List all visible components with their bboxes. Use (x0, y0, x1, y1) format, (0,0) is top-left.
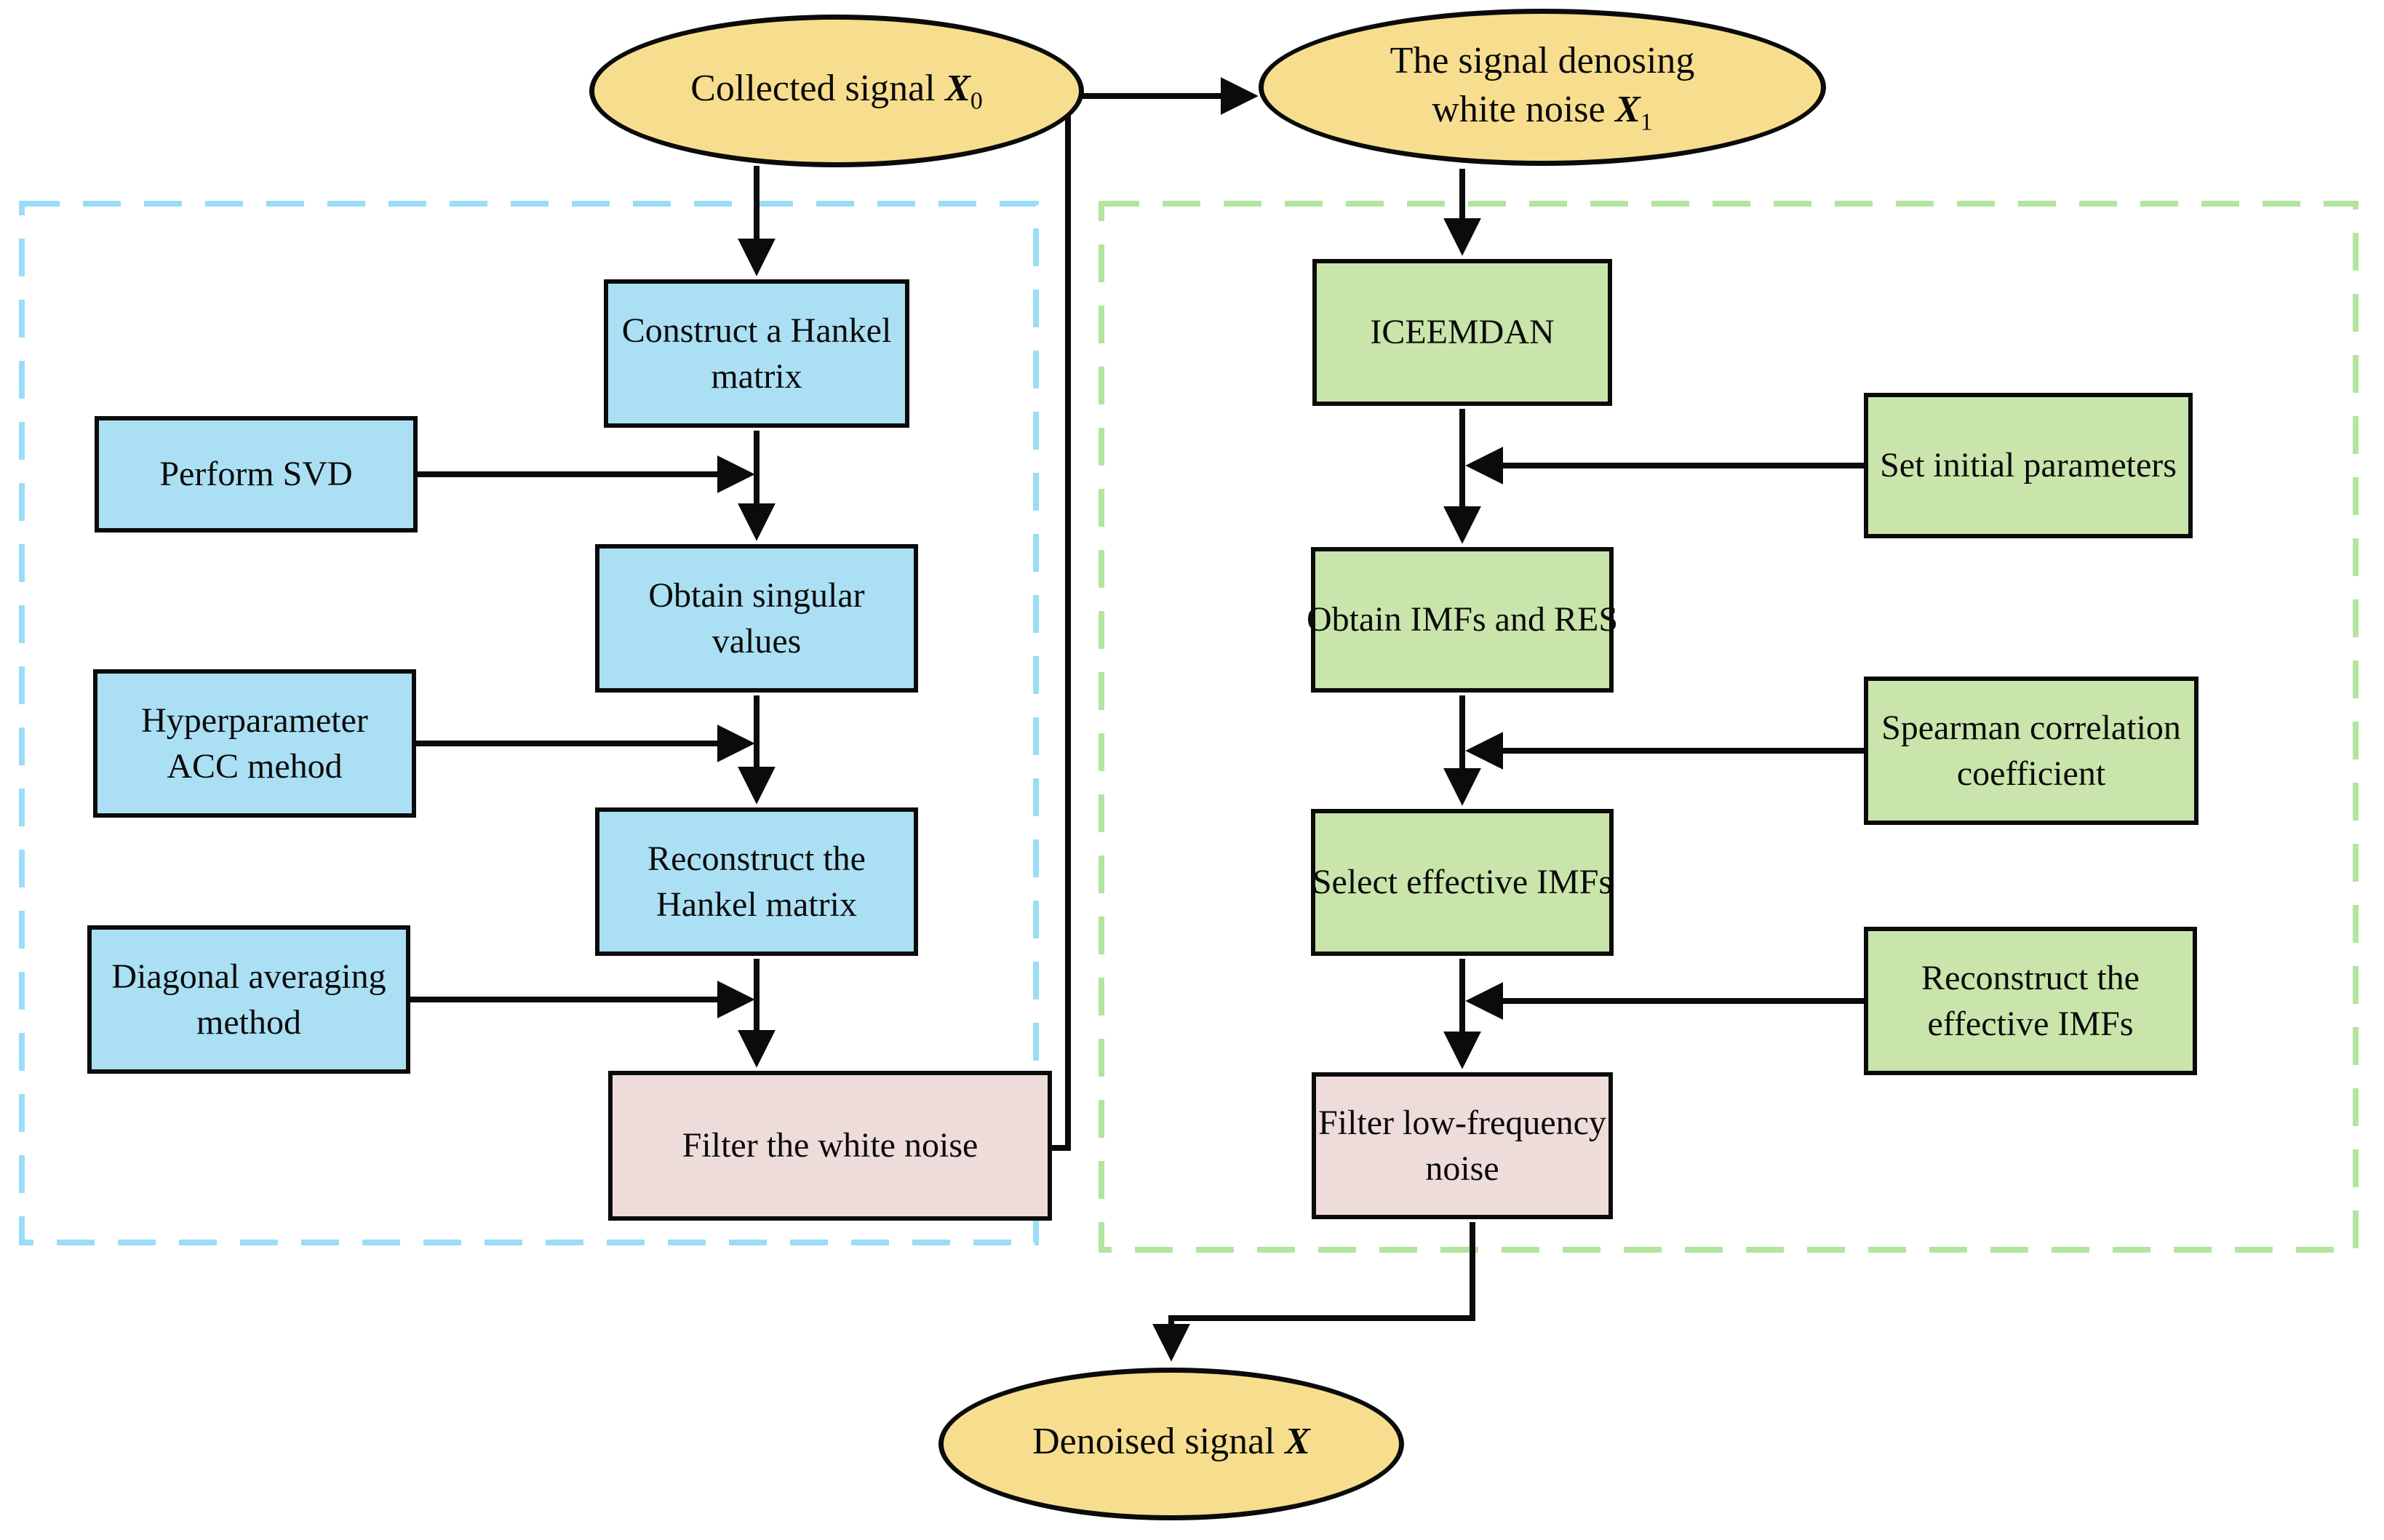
node-obtain-imfs-res: Obtain IMFs and RES (1307, 547, 1618, 693)
node-filter-white-noise: Filter the white noise (608, 1071, 1052, 1221)
mid-node-label-line1: The signal denosing (1390, 39, 1695, 81)
start-node-label: Collected signal (690, 68, 936, 110)
iceemdan-panel-outline (1099, 201, 2359, 1253)
arrow-filterlow-to-end (1152, 1222, 1475, 1362)
node-construct-hankel-matrix: Construct a Hankel matrix (604, 279, 909, 428)
node-spearman-correlation: Spearman correlation coefficient (1864, 677, 2198, 825)
start-node-variable: X (945, 68, 970, 110)
mid-node-variable: X (1615, 89, 1641, 131)
node-set-initial-parameters: Set initial parameters (1864, 393, 2193, 538)
end-node-label: Denoised signal (1032, 1421, 1275, 1463)
ssa-panel-outline (19, 201, 1039, 1245)
mid-node-label-line2: white noise (1432, 89, 1606, 131)
node-filter-low-frequency-noise: Filter low-frequency noise (1312, 1072, 1613, 1219)
node-select-effective-imfs: Select effective IMFs (1311, 809, 1614, 956)
node-hyperparameter-acc-method: Hyperparameter ACC mehod (93, 669, 416, 818)
node-reconstruct-effective-imfs: Reconstruct the effective IMFs (1864, 927, 2197, 1075)
start-node-subscript: 0 (970, 87, 983, 115)
node-diagonal-averaging-method: Diagonal averaging method (87, 925, 410, 1074)
node-iceemdan: ICEEMDAN (1312, 259, 1612, 406)
node-obtain-singular-values: Obtain singular values (595, 544, 918, 693)
node-perform-svd: Perform SVD (95, 416, 418, 532)
end-node-variable: X (1285, 1421, 1310, 1463)
node-reconstruct-hankel-matrix: Reconstruct the Hankel matrix (595, 807, 918, 956)
mid-node-subscript: 1 (1640, 108, 1653, 136)
arrow-filterwhite-to-midellipse (1052, 77, 1259, 1151)
